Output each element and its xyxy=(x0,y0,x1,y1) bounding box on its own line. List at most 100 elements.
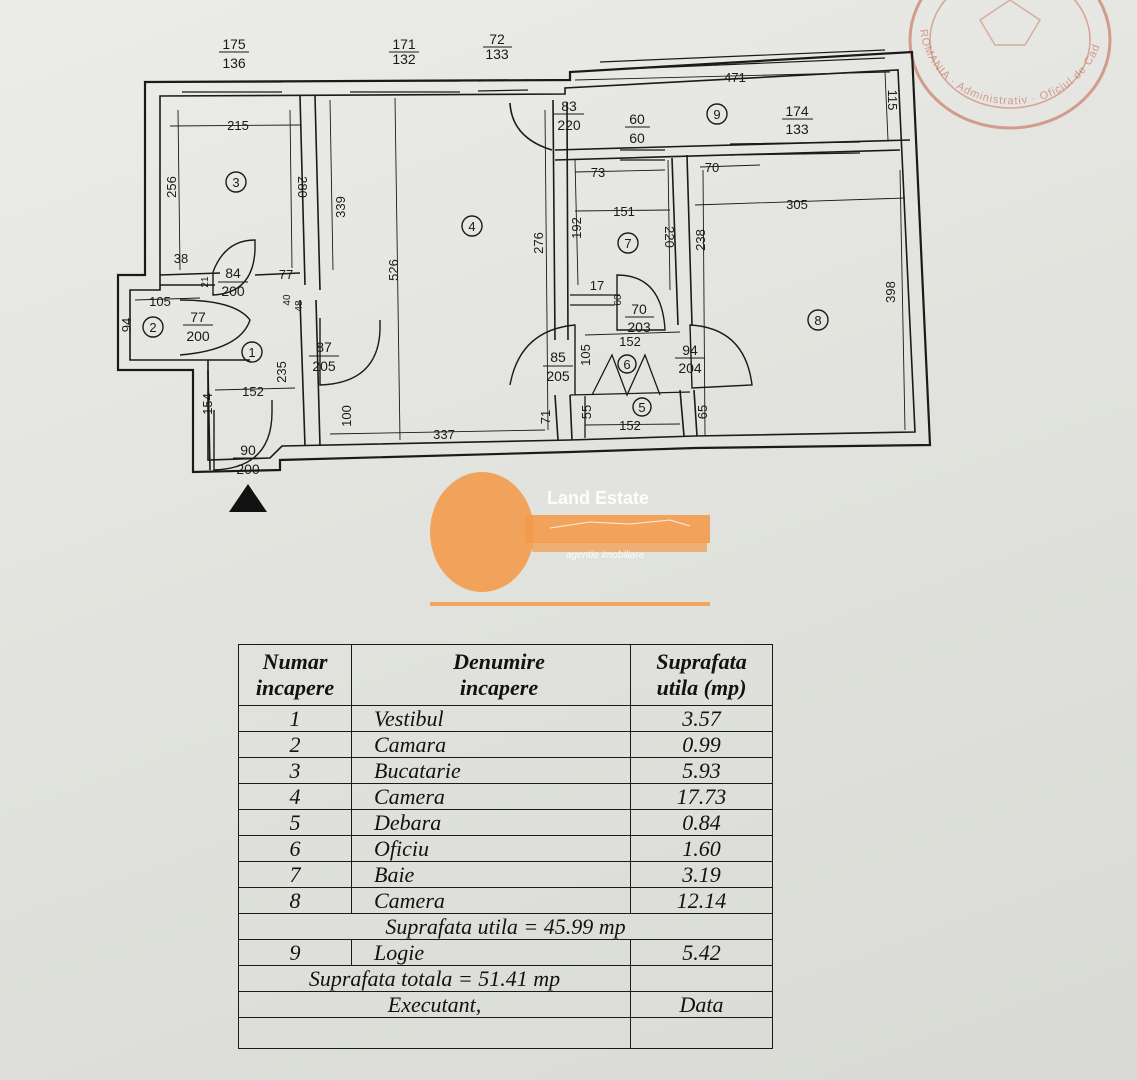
small-dimension-label: 40 xyxy=(282,294,293,306)
dimension-label: 38 xyxy=(174,251,188,266)
opening-height: 203 xyxy=(627,319,651,335)
dimension-label: 73 xyxy=(591,165,605,180)
rooms-table: Numar incapere Denumire incapere Suprafa… xyxy=(238,644,773,1049)
small-dimension-label: 21 xyxy=(200,276,211,288)
room-number-cell: 3 xyxy=(238,757,352,784)
room-number-cell: 5 xyxy=(238,809,352,836)
opening-width: 87 xyxy=(316,339,332,355)
table-row: 5 Debara 0.84 xyxy=(238,809,773,836)
opening-height: 205 xyxy=(546,368,570,384)
dimension-label: 398 xyxy=(883,281,898,303)
table-row: 6 Oficiu 1.60 xyxy=(238,835,773,862)
table-row: 3 Bucatarie 5.93 xyxy=(238,757,773,784)
opening-width: 94 xyxy=(682,342,698,358)
opening-width: 84 xyxy=(225,265,241,281)
cadastre-stamp: ROMANIA · Administrativ · Oficiul de Cad… xyxy=(905,0,1112,130)
opening-width: 174 xyxy=(785,103,809,119)
opening-height: 220 xyxy=(557,117,581,133)
opening-height: 204 xyxy=(678,360,702,376)
room-name-cell: Vestibul xyxy=(351,705,631,732)
dimension-label: 154 xyxy=(200,393,215,415)
dimension-label: 152 xyxy=(619,334,641,349)
room-name-cell: Oficiu xyxy=(351,835,631,862)
room-area-cell: 5.42 xyxy=(630,939,773,966)
header-room-name: Denumire incapere xyxy=(351,644,631,706)
opening-height: 136 xyxy=(222,55,246,71)
dimension-label: 105 xyxy=(149,294,171,309)
useful-area-total-row: Suprafata utila = 45.99 mp xyxy=(238,913,773,940)
opening-width: 85 xyxy=(550,349,566,365)
dimension-label: 235 xyxy=(274,361,289,383)
table-row: 2 Camara 0.99 xyxy=(238,731,773,758)
watermark-logo: Land Estate agentie imobiliare xyxy=(420,470,720,610)
room-name-cell: Baie xyxy=(351,861,631,888)
dimension-label: 115 xyxy=(885,90,900,111)
room-number: 7 xyxy=(624,236,631,251)
dimension-label: 220 xyxy=(662,226,677,248)
room-number-cell: 1 xyxy=(238,705,352,732)
opening-width: 77 xyxy=(190,309,206,325)
room-area-cell: 3.19 xyxy=(630,861,773,888)
dimension-label: 152 xyxy=(619,418,641,433)
room-area-cell: 3.57 xyxy=(630,705,773,732)
dimension-label: 215 xyxy=(227,118,249,133)
room-number: 4 xyxy=(468,219,475,234)
room-area-cell: 0.99 xyxy=(630,731,773,758)
floor-plan: 1 2 3 4 5 6 7 8 9 175 136 171 132 72 133… xyxy=(116,31,932,512)
opening-height: 133 xyxy=(485,46,509,62)
opening-width: 83 xyxy=(561,98,577,114)
opening-width: 60 xyxy=(629,111,645,127)
room-area-cell: 5.93 xyxy=(630,757,773,784)
table-row: 4 Camera 17.73 xyxy=(238,783,773,810)
room-number: 8 xyxy=(814,313,821,328)
entrance-arrow-icon xyxy=(229,484,267,512)
room-number: 2 xyxy=(149,320,156,335)
room-name-cell: Camara xyxy=(351,731,631,758)
executant-row: Executant, Data xyxy=(238,991,773,1018)
dimension-label: 337 xyxy=(433,427,455,442)
room-number: 6 xyxy=(623,357,630,372)
table-row: 7 Baie 3.19 xyxy=(238,861,773,888)
opening-width: 70 xyxy=(631,301,647,317)
dimension-label: 77 xyxy=(279,267,293,282)
room-area-cell: 0.84 xyxy=(630,809,773,836)
header-room-number: Numar incapere xyxy=(238,644,352,706)
room-number-cell: 9 xyxy=(238,939,352,966)
opening-height: 200 xyxy=(186,328,210,344)
table-row: 1 Vestibul 3.57 xyxy=(238,705,773,732)
room-name-cell: Camera xyxy=(351,887,631,914)
logo-brand: Land Estate xyxy=(547,488,650,508)
room-area-cell: 17.73 xyxy=(630,783,773,810)
table-row: 9 Logie 5.42 xyxy=(238,939,773,966)
room-number: 3 xyxy=(232,175,239,190)
room-number-cell: 2 xyxy=(238,731,352,758)
small-dimension-label: 48 xyxy=(294,300,305,312)
room-number: 1 xyxy=(248,345,255,360)
executant-label: Executant, xyxy=(238,991,631,1018)
opening-height: 205 xyxy=(312,358,336,374)
room-name-cell: Logie xyxy=(351,939,631,966)
dimension-label: 100 xyxy=(339,405,354,427)
dimension-label: 94 xyxy=(119,318,134,332)
signature-row xyxy=(238,1017,773,1049)
room-area-cell: 1.60 xyxy=(630,835,773,862)
header-area: Suprafata utila (mp) xyxy=(630,644,773,706)
table-header-row: Numar incapere Denumire incapere Suprafa… xyxy=(238,644,773,706)
opening-width: 72 xyxy=(489,31,505,47)
dimension-label: 152 xyxy=(242,384,264,399)
dimension-label: 256 xyxy=(164,176,179,198)
dimension-label: 17 xyxy=(590,278,604,293)
table-row: 8 Camera 12.14 xyxy=(238,887,773,914)
dimension-label: 471 xyxy=(724,70,746,85)
opening-height: 132 xyxy=(392,51,416,67)
opening-height: 133 xyxy=(785,121,809,137)
room-number-cell: 6 xyxy=(238,835,352,862)
room-area-cell: 12.14 xyxy=(630,887,773,914)
dimension-label: 280 xyxy=(295,176,310,198)
opening-width: 90 xyxy=(240,442,256,458)
useful-area-total: Suprafata utila = 45.99 mp xyxy=(238,913,773,940)
room-name-cell: Debara xyxy=(351,809,631,836)
key-icon xyxy=(430,472,710,606)
total-area: Suprafata totala = 51.41 mp xyxy=(238,965,631,992)
dimension-label: 192 xyxy=(569,217,584,239)
